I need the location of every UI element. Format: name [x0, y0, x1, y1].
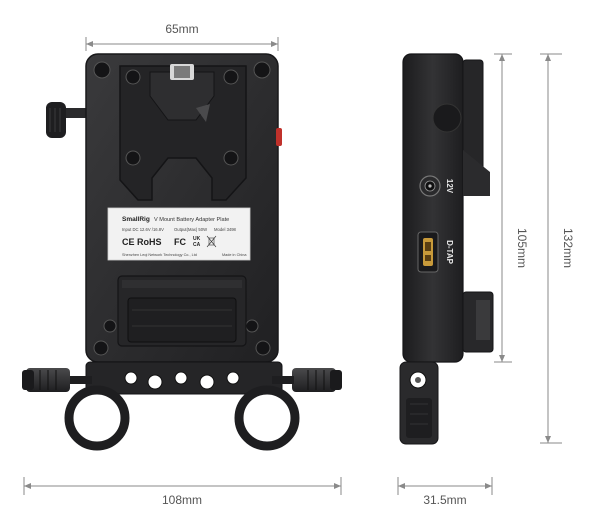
label-product: V Mount Battery Adapter Plate	[154, 217, 229, 223]
label-brand: SmallRig	[122, 216, 150, 223]
dim-side-width	[397, 477, 493, 495]
rod-ring-left	[64, 385, 130, 451]
product-label: SmallRig V Mount Battery Adapter Plate I…	[107, 207, 251, 261]
release-button	[276, 128, 282, 146]
lower-clamp	[117, 275, 247, 347]
label-made-in: Made in China	[222, 253, 247, 257]
dim-outer-height-label: 132mm	[561, 228, 575, 268]
port-dtap	[417, 231, 439, 273]
label-company: Shenzhen Leqi Network Technology Co., Lt…	[122, 253, 197, 257]
port-dtap-label: D-TAP	[445, 240, 454, 265]
label-cert-fc: FC	[174, 237, 186, 247]
front-view: SmallRig V Mount Battery Adapter Plate I…	[22, 53, 342, 451]
label-cert-ukca-top: UK	[193, 236, 201, 242]
side-rod-clamp	[399, 361, 439, 445]
rod-knob-left	[22, 368, 70, 392]
weee-bin-icon	[206, 235, 217, 248]
dim-bottom-width	[23, 477, 342, 495]
dim-inner-height-label: 105mm	[515, 228, 529, 268]
dim-side-width-label: 31.5mm	[423, 493, 466, 507]
rod-ring-right	[234, 385, 300, 451]
vmount-receiver	[119, 65, 247, 201]
port-12v	[419, 175, 441, 197]
dim-outer-height	[540, 53, 562, 444]
label-cert-rohs: RoHS	[137, 237, 162, 247]
rod-clamp-base	[22, 361, 342, 451]
dim-top-width-label: 65mm	[165, 22, 198, 36]
dim-bottom-width-label: 108mm	[162, 493, 202, 507]
label-cert-ce: CE	[122, 237, 135, 247]
label-output: Output(Max) 50W	[174, 227, 207, 232]
dim-inner-height	[494, 53, 512, 363]
side-view: 12V D-TAP	[399, 53, 494, 445]
label-model: Model 3498	[214, 227, 237, 232]
side-body	[402, 53, 464, 363]
plate-screws	[93, 61, 271, 356]
port-12v-label: 12V	[445, 179, 454, 194]
side-view-knob	[432, 103, 462, 133]
dim-top-width	[85, 37, 279, 51]
rod-knob-right	[292, 368, 342, 392]
label-input: Input DC 12.6V /16.8V	[122, 227, 164, 232]
label-cert-ukca-bottom: CA	[193, 242, 201, 248]
side-knob	[46, 102, 90, 138]
